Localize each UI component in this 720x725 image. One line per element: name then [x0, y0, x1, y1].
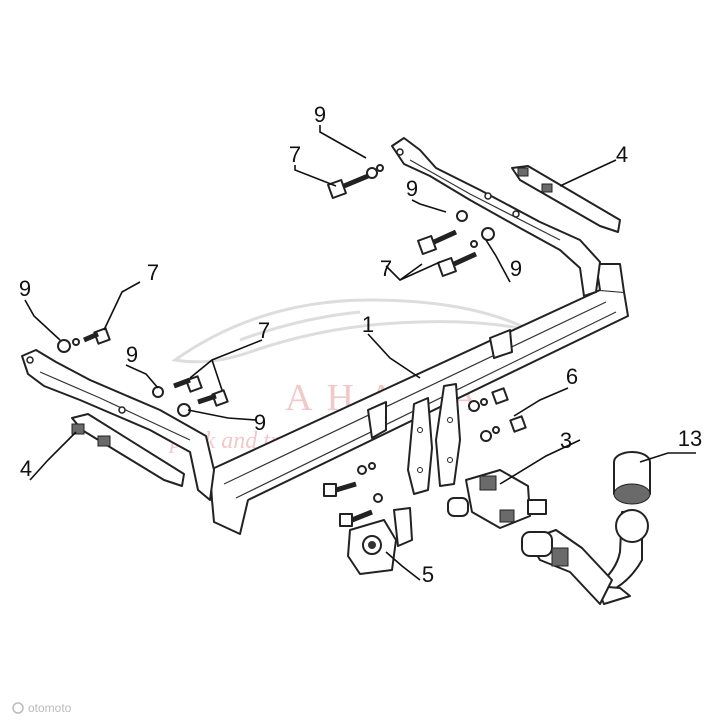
callout-4-left: 4	[20, 456, 32, 481]
source-watermark: otomoto	[12, 701, 72, 715]
callout-9-right: 9	[510, 256, 522, 281]
center-mounting-brackets	[367, 329, 513, 495]
callout-1: 1	[362, 312, 374, 337]
callout-7-lower-middle: 7	[258, 318, 270, 343]
bolt-set-center	[323, 387, 527, 527]
callout-4-right: 4	[616, 142, 628, 167]
socket-plate-part-5	[347, 507, 413, 575]
callout-7-upper-middle: 7	[380, 256, 392, 281]
callout-9-left: 9	[19, 276, 31, 301]
callout-5: 5	[422, 562, 434, 587]
callout-9-top: 9	[314, 102, 326, 127]
callout-9-lower-left: 9	[126, 342, 138, 367]
right-side-bracket	[391, 137, 601, 297]
callout-9-upper-middle: 9	[406, 176, 418, 201]
callout-7-left: 7	[147, 260, 159, 285]
left-side-bracket	[21, 349, 215, 501]
callout-6: 6	[566, 364, 578, 389]
clamp-plate-right	[511, 165, 621, 233]
bolt-set-left	[57, 327, 229, 417]
leader-lines	[24, 125, 696, 581]
callout-3: 3	[560, 428, 572, 453]
bolt-set-top-right	[327, 164, 495, 277]
source-mark-text: otomoto	[28, 701, 72, 715]
tow-ball-neck-part-13	[521, 451, 651, 605]
callout-labels: 9 7 9 7 9 4 7 9 1 7 9 9 6 3 13 4 5	[19, 102, 702, 587]
callout-13: 13	[678, 426, 702, 451]
clamp-plate-left	[71, 413, 185, 487]
lock-mechanism-part-3	[447, 469, 547, 529]
callout-7-top: 7	[289, 142, 301, 167]
callout-9-lower-middle: 9	[254, 410, 266, 435]
